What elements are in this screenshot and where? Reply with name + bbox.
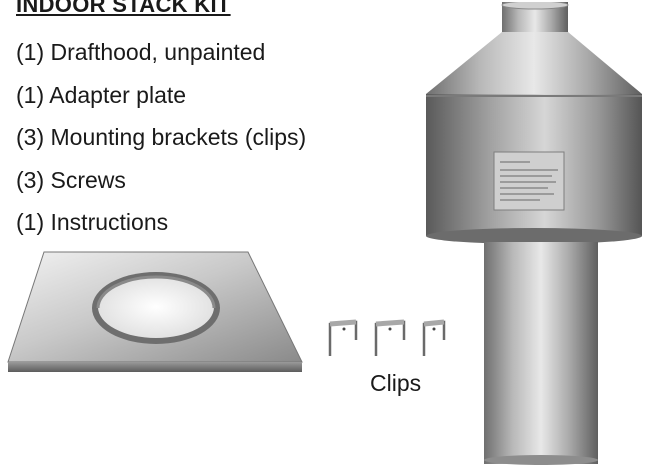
kit-contents-list: (1) Drafthood, unpainted (1) Adapter pla… xyxy=(16,31,306,244)
kit-item-mounting-brackets: (3) Mounting brackets (clips) xyxy=(16,124,307,150)
kit-item-adapter-plate: (1) Adapter plate xyxy=(16,81,187,108)
kit-item-screws: (3) Screws xyxy=(16,166,126,193)
kit-heading: INDOOR STACK KIT xyxy=(16,0,231,17)
drafthood-image xyxy=(426,2,642,465)
kit-item-drafthood: (1) Drafthood, unpainted xyxy=(16,39,266,65)
clip-icon xyxy=(328,319,446,356)
kit-item-instructions: (1) Instructions xyxy=(16,209,169,235)
clips-label: Clips xyxy=(370,370,422,396)
adapter-plate-image xyxy=(7,251,303,372)
mounting-clips-image xyxy=(328,319,446,356)
